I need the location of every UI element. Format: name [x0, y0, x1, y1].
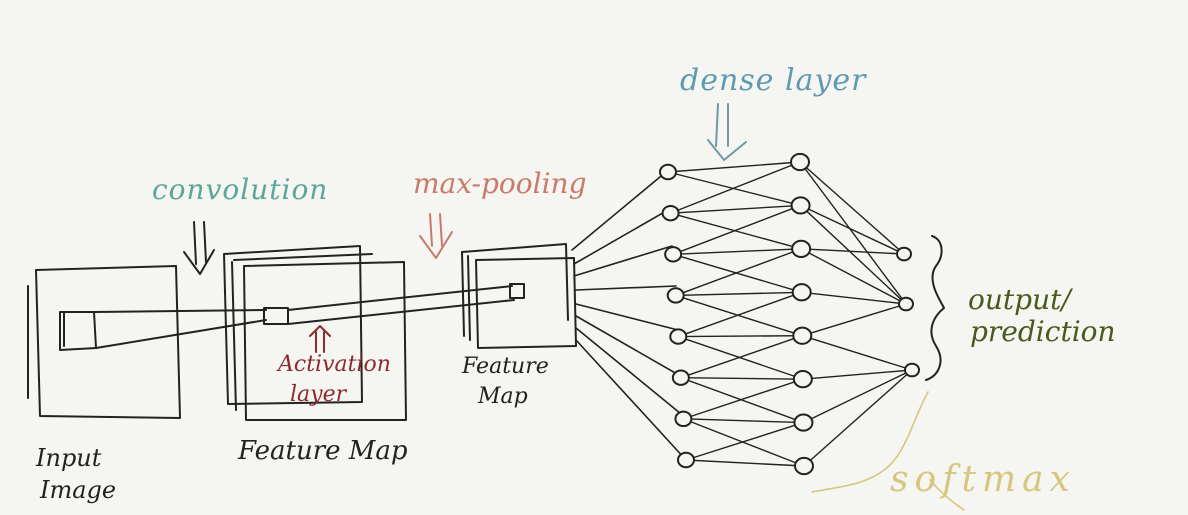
convolution-projection: [93, 309, 267, 349]
dense-link: [677, 291, 803, 338]
dense-link: [685, 421, 805, 461]
dense-arrow: [707, 103, 747, 161]
dense-node: [790, 152, 810, 172]
dense-link: [672, 253, 803, 293]
dense-connections: [667, 161, 805, 467]
dense-link: [677, 335, 804, 380]
output-node: [904, 362, 920, 378]
activation-arrow: [309, 325, 331, 353]
dense-link: [675, 248, 802, 297]
dense-node: [664, 246, 683, 263]
dense-link: [677, 335, 803, 338]
convolution-arrow: [183, 221, 215, 275]
dense-link: [675, 294, 803, 337]
output-node: [898, 296, 914, 312]
dense-node: [792, 370, 813, 389]
activation-label-line1: Activation: [278, 352, 391, 377]
dense-node: [794, 456, 814, 476]
input-image-label-line1: Input: [36, 444, 102, 472]
output-link: [803, 369, 913, 467]
dense-link: [682, 378, 804, 420]
dense-link: [669, 161, 801, 214]
dense-node: [659, 163, 677, 181]
maxpool-arrow: [419, 213, 453, 259]
dense-node: [671, 369, 690, 386]
softmax-label: softmax: [890, 459, 1076, 500]
fanout-connections: [571, 171, 687, 461]
pooling-projection: [287, 285, 515, 325]
dense-link: [667, 161, 801, 173]
dense-layer-label: dense layer: [680, 63, 867, 98]
output-brace: [925, 235, 945, 381]
pooled-feature-map-label-line1: Feature: [462, 354, 549, 379]
dense-link: [675, 291, 803, 297]
dense-node: [792, 326, 813, 345]
dense-link: [685, 459, 805, 467]
output-link: [801, 303, 907, 337]
feature-map-label: Feature Map: [238, 436, 408, 466]
dense-link: [672, 248, 802, 255]
input-image-box: [27, 265, 181, 419]
output-link: [802, 369, 913, 424]
output-link: [799, 204, 905, 255]
output-link: [802, 369, 913, 380]
output-link: [799, 161, 907, 305]
output-label-line1: output/: [968, 283, 1071, 316]
dense-node: [669, 328, 688, 345]
output-link: [799, 204, 907, 305]
dense-node: [674, 410, 693, 428]
dense-node: [677, 451, 695, 469]
max-pooling-label: max-pooling: [413, 167, 587, 200]
output-link: [800, 248, 907, 305]
output-node: [896, 246, 912, 262]
pooled-feature-map-label-line2: Map: [478, 384, 528, 409]
dense-node: [790, 196, 811, 215]
input-image-label-line2: Image: [40, 476, 117, 504]
dense-node: [666, 287, 685, 304]
dense-link: [669, 204, 802, 214]
dense-node: [791, 239, 812, 258]
output-connections: [799, 161, 913, 467]
dense-node: [661, 204, 680, 222]
output-link: [799, 161, 905, 255]
dense-node: [791, 283, 812, 302]
dense-link: [680, 377, 804, 380]
softmax-pointer: [811, 391, 965, 511]
dense-layer-2-nodes: [790, 152, 814, 476]
dense-link: [682, 418, 805, 424]
dense-node: [793, 413, 814, 432]
dense-link: [672, 204, 802, 255]
dense-layer-1-nodes: [659, 163, 695, 469]
output-link: [801, 291, 907, 305]
activation-label-line2: layer: [290, 382, 347, 407]
dense-link: [682, 418, 805, 467]
convolution-label: convolution: [152, 173, 329, 206]
dense-link: [680, 377, 805, 424]
dense-link: [680, 335, 803, 379]
dense-link: [669, 212, 802, 250]
output-label-line2: prediction: [970, 315, 1116, 348]
output-nodes: [896, 246, 920, 378]
pooled-feature-map-stack: [461, 243, 577, 349]
output-link: [801, 335, 913, 371]
output-link: [800, 248, 905, 255]
